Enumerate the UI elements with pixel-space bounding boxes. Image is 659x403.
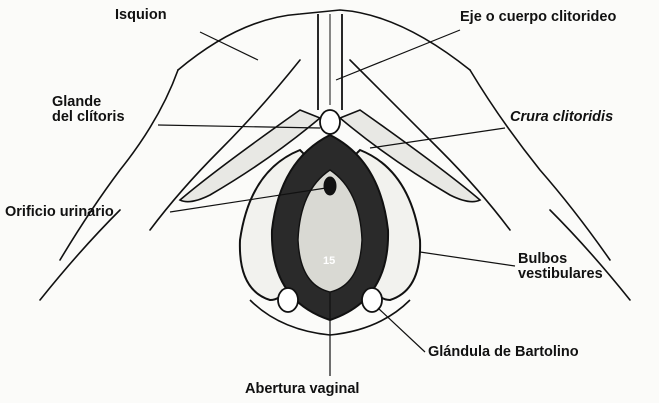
label-bulbos-line1: Bulbos xyxy=(518,252,567,267)
pubic-arch-outline xyxy=(178,10,470,70)
label-isquion: Isquion xyxy=(115,8,167,23)
label-glande-line2: del clítoris xyxy=(52,110,125,125)
label-crura: Crura clitoridis xyxy=(510,110,613,125)
right-ramus-outer xyxy=(470,70,610,260)
leader-isquion xyxy=(200,32,258,60)
label-abertura: Abertura vaginal xyxy=(245,382,359,397)
label-glande-line1: Glande xyxy=(52,95,101,110)
bartholin-gland-left xyxy=(278,288,298,312)
label-bartolino: Glándula de Bartolino xyxy=(428,345,579,360)
label-bulbos-line2: vestibulares xyxy=(518,267,603,282)
label-orificio: Orificio urinario xyxy=(5,205,114,220)
leader-eje xyxy=(336,30,460,80)
glans xyxy=(320,110,340,134)
leader-bartolino xyxy=(378,308,425,352)
urethral-orifice xyxy=(324,177,336,195)
leader-bulbos xyxy=(420,252,515,266)
left-lower-edge xyxy=(40,210,120,300)
label-eje: Eje o cuerpo clitorideo xyxy=(460,10,616,25)
label-central-mark: 15 xyxy=(323,254,335,269)
